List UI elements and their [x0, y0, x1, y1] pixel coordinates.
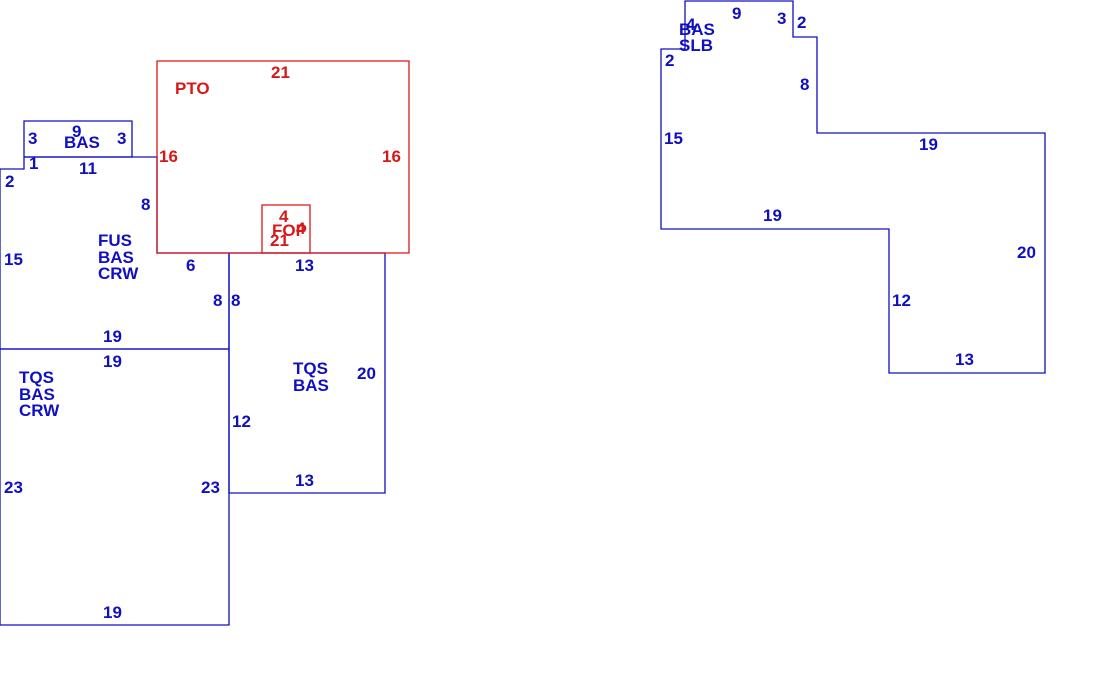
- tqs-side-dim-left: 12: [232, 412, 251, 431]
- bas-small-dim-top: 9: [72, 122, 81, 141]
- tqs-main-label-3: CRW: [19, 401, 60, 420]
- right-dim-left: 15: [664, 129, 683, 148]
- right-dim-step-right: 2: [797, 13, 806, 32]
- right-sketch: BAS SLB 4 9 3 2 8 19 20 13 12 19 15 2: [660, 0, 1046, 374]
- bas-small-dim-bottom: 11: [79, 159, 97, 178]
- right-dim-overlap: 4: [686, 15, 696, 34]
- right-label-2: SLB: [679, 36, 713, 55]
- fop-outline: [261, 204, 311, 254]
- right-dim-top-right: 3: [777, 9, 786, 28]
- pto-dim-right: 16: [382, 147, 401, 166]
- right-dim-top: 9: [732, 4, 741, 23]
- fop-dim-side: 4: [296, 219, 306, 238]
- right-dim-right: 20: [1017, 243, 1036, 262]
- fus-label-1: FUS: [98, 231, 132, 250]
- fus-label-3: CRW: [98, 264, 139, 283]
- right-dim-bottom: 13: [955, 350, 974, 369]
- tqs-main-dim-top: 19: [103, 352, 122, 371]
- fus-label-2: BAS: [98, 248, 134, 267]
- right-dim-inner-vert: 12: [892, 291, 911, 310]
- pto-label: PTO: [175, 79, 210, 98]
- bas-small-dim-step-left: 1: [29, 154, 38, 173]
- bas-small-dim-right: 3: [117, 129, 126, 148]
- pto-dim-bottom: 21: [270, 231, 289, 250]
- tqs-side-label-1: TQS: [293, 359, 328, 378]
- right-dim-inner-horiz: 19: [763, 206, 782, 225]
- fop-dim-top: 4: [279, 207, 289, 226]
- tqs-main-outline: [0, 348, 230, 626]
- pto-outline: [156, 60, 410, 254]
- right-dim-right-upper: 8: [800, 75, 809, 94]
- fus-dim-bottom: 19: [103, 327, 122, 346]
- fus-dim-right-lower: 8: [213, 291, 222, 310]
- pto-dim-top: 21: [271, 63, 290, 82]
- fus-dim-right-upper: 8: [141, 195, 150, 214]
- tqs-main-label-2: BAS: [19, 385, 55, 404]
- tqs-main-dim-bottom: 19: [103, 603, 122, 622]
- bas-small-dim-left: 3: [28, 129, 37, 148]
- fus-dim-step: 6: [186, 256, 195, 275]
- pto-dim-left: 16: [159, 147, 178, 166]
- tqs-side-dim-right: 20: [357, 364, 376, 383]
- bas-small-label: BAS: [64, 133, 100, 152]
- tqs-side-dim-top: 13: [295, 256, 314, 275]
- tqs-main-label-1: TQS: [19, 368, 54, 387]
- left-sketch: BAS 9 3 3 11 1 2 FUS BAS CRW 15 8 6 8 19…: [0, 60, 410, 626]
- tqs-side-dim-left-upper: 8: [231, 291, 240, 310]
- tqs-main-dim-left: 23: [4, 478, 23, 497]
- right-building-outline: [660, 0, 1046, 374]
- tqs-main-dim-right: 23: [201, 478, 220, 497]
- fop-label: FOP: [272, 221, 307, 240]
- right-dim-mid-top: 19: [919, 135, 938, 154]
- tqs-side-label-2: BAS: [293, 376, 329, 395]
- right-dim-top-left: 2: [665, 51, 674, 70]
- tqs-side-dim-bottom: 13: [295, 471, 314, 490]
- fus-dim-left: 15: [4, 250, 23, 269]
- bas-small-dim-step-outer: 2: [5, 172, 14, 191]
- right-label-1: BAS: [679, 20, 715, 39]
